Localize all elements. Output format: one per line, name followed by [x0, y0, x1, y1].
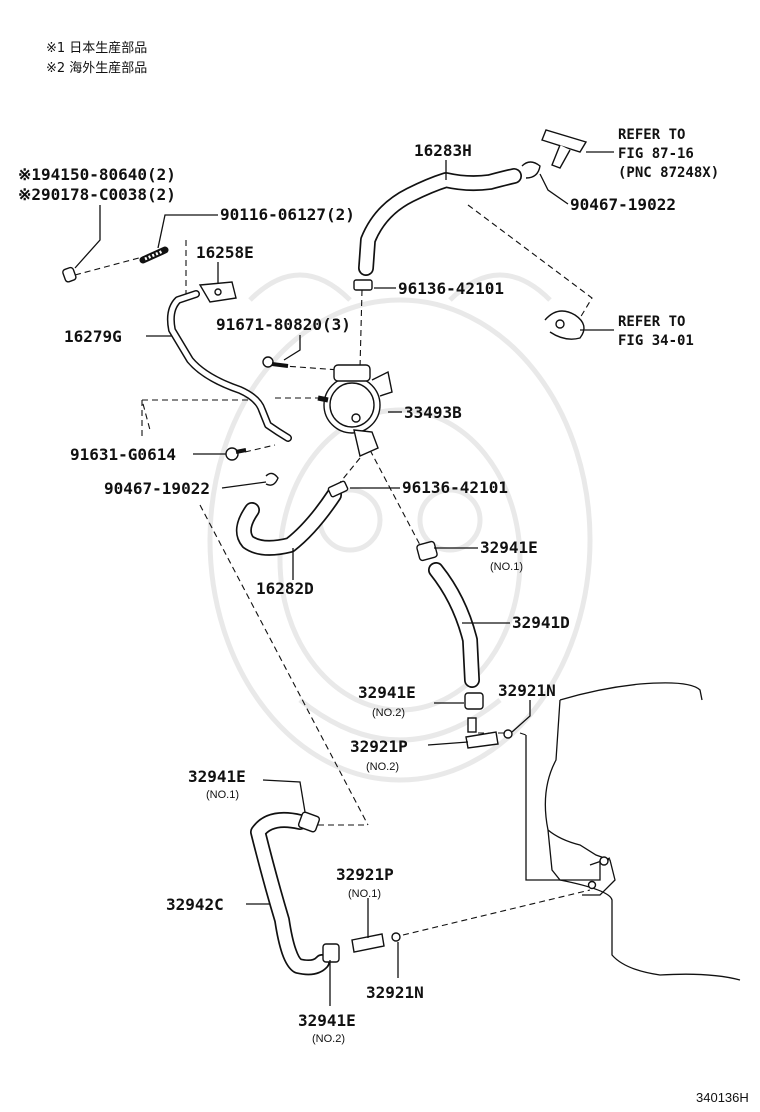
label-32921P-no1[interactable]: 32921P [336, 865, 394, 884]
figure-id: 340136H [696, 1090, 749, 1105]
sublabel-32941E-no1-lower: (NO.1) [206, 789, 239, 801]
label-96136-42101-upper[interactable]: 96136-42101 [398, 279, 504, 298]
leader-lines [74, 151, 614, 1006]
hose-16283H [358, 168, 522, 276]
sublabel-32941E-no2-lower: (NO.2) [312, 1033, 345, 1045]
label-16258E[interactable]: 16258E [196, 243, 254, 262]
pipe-16279G [166, 290, 292, 442]
label-16282D[interactable]: 16282D [256, 579, 314, 598]
label-90116-06127[interactable]: 90116-06127(2) [220, 205, 355, 224]
label-90178-C0038[interactable]: ※290178-C0038(2) [18, 185, 176, 204]
label-32941E-no1-upper[interactable]: 32941E [480, 538, 538, 557]
notes: ※1 日本生産部品 ※2 海外生産部品 [46, 40, 147, 76]
ref-87-16-line2[interactable]: FIG 87-16 [618, 146, 694, 162]
label-90467-19022-upper[interactable]: 90467-19022 [570, 195, 676, 214]
ref-87-16-line3[interactable]: (PNC 87248X) [618, 165, 719, 181]
label-32921P-no2[interactable]: 32921P [350, 737, 408, 756]
reference-notes: REFER TO FIG 87-16 (PNC 87248X) REFER TO… [618, 127, 719, 349]
ref-87-16-line1[interactable]: REFER TO [618, 127, 685, 143]
label-32921N-upper[interactable]: 32921N [498, 681, 556, 700]
label-91631-G0614[interactable]: 91631-G0614 [70, 445, 176, 464]
label-96136-42101-lower[interactable]: 96136-42101 [402, 478, 508, 497]
label-32941E-no1-lower[interactable]: 32941E [188, 767, 246, 786]
label-32941E-no2-upper[interactable]: 32941E [358, 683, 416, 702]
watermark-emblem [207, 272, 593, 783]
sublabel-32941E-no2-upper: (NO.2) [372, 707, 405, 719]
label-33493B[interactable]: 33493B [404, 403, 462, 422]
note-overseas-production: ※2 海外生産部品 [46, 60, 147, 76]
sublabel-32921P-no2: (NO.2) [366, 761, 399, 773]
label-94150-80640[interactable]: ※194150-80640(2) [18, 165, 176, 184]
sublabel-32941E-no1-upper: (NO.1) [490, 561, 523, 573]
hose-32942C [250, 812, 330, 976]
label-32941E-no2-lower[interactable]: 32941E [298, 1011, 356, 1030]
parts [62, 129, 588, 963]
label-91671-80820[interactable]: 91671-80820(3) [216, 315, 351, 334]
hose-16282D [235, 487, 342, 556]
hose-32941D [428, 562, 480, 688]
label-16279G[interactable]: 16279G [64, 327, 122, 346]
ref-34-01-line1[interactable]: REFER TO [618, 314, 685, 330]
sublabel-32921P-no1: (NO.1) [348, 888, 381, 900]
engine-outline [525, 682, 741, 981]
ref-34-01-line2[interactable]: FIG 34-01 [618, 333, 694, 349]
label-32921N-lower[interactable]: 32921N [366, 983, 424, 1002]
label-32942C[interactable]: 32942C [166, 895, 224, 914]
note-japan-production: ※1 日本生産部品 [46, 40, 147, 56]
label-90467-19022-lower[interactable]: 90467-19022 [104, 479, 210, 498]
part-labels: ※194150-80640(2) ※290178-C0038(2) 90116-… [18, 141, 676, 1045]
label-32941D[interactable]: 32941D [512, 613, 570, 632]
label-16283H[interactable]: 16283H [414, 141, 472, 160]
